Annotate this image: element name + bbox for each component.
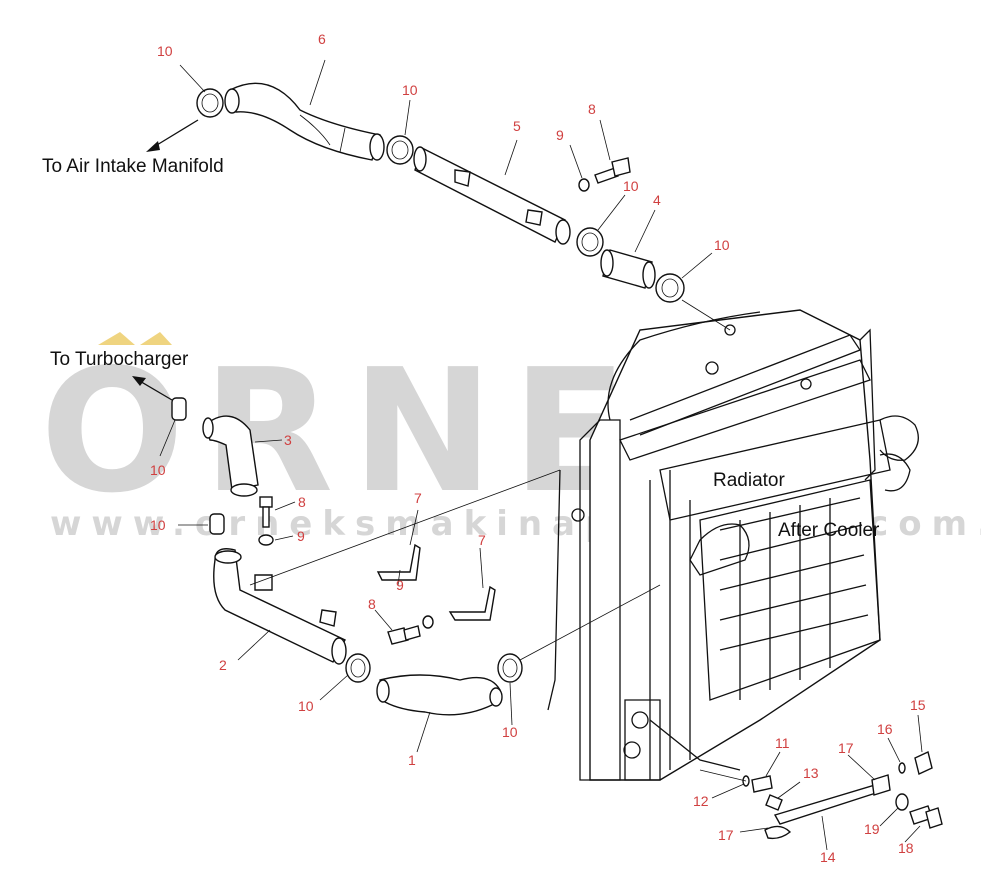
callout-14: 14 (820, 849, 836, 865)
callout-6: 6 (318, 31, 326, 47)
callout-7: 7 (414, 490, 422, 506)
callout-8: 8 (368, 596, 376, 612)
clamp-10-a (196, 88, 224, 118)
callout-16: 16 (877, 721, 893, 737)
bolt-8-a (594, 157, 631, 184)
clamp-10-b (386, 135, 414, 165)
oring-16 (898, 762, 906, 774)
callout-15: 15 (910, 697, 926, 713)
hose-14 (764, 774, 891, 840)
plug-15 (914, 751, 933, 775)
bolt-18 (909, 805, 943, 829)
tube-5 (413, 146, 571, 245)
washer-19 (895, 793, 909, 811)
leader-lines (159, 59, 923, 851)
callout-9: 9 (396, 577, 404, 593)
tube-2 (213, 548, 347, 665)
callout-10: 10 (150, 462, 166, 478)
callout-4: 4 (653, 192, 661, 208)
arrow-to-air-intake (146, 119, 199, 152)
radiator-assembly (547, 309, 919, 781)
callout-10: 10 (623, 178, 639, 194)
label-radiator: Radiator (713, 470, 785, 491)
callout-17: 17 (838, 740, 854, 756)
clamp-10-g (345, 653, 371, 683)
callout-10: 10 (714, 237, 730, 253)
bracket-7-a (376, 543, 421, 581)
callout-17: 17 (718, 827, 734, 843)
callout-19: 19 (864, 821, 880, 837)
clamp-10-c (576, 227, 604, 257)
callout-8: 8 (298, 494, 306, 510)
callout-9: 9 (556, 127, 564, 143)
clamp-10-d (655, 273, 685, 303)
washer-9-a (578, 178, 590, 192)
washer-9-c (422, 615, 434, 629)
callout-10: 10 (502, 724, 518, 740)
callout-5: 5 (513, 118, 521, 134)
callout-13: 13 (803, 765, 819, 781)
clamp-10-h (497, 653, 523, 683)
callout-7: 7 (478, 532, 486, 548)
bolt-8-b (259, 496, 273, 528)
hose-1 (376, 674, 503, 716)
callout-10: 10 (150, 517, 166, 533)
bracket-7-b (448, 585, 496, 621)
washer-9-b (258, 534, 274, 546)
bolt-8-c (387, 625, 421, 645)
callouts: 10 6 10 5 8 9 10 4 10 3 10 8 10 9 7 9 7 … (150, 31, 926, 865)
callout-3: 3 (284, 432, 292, 448)
callout-8: 8 (588, 101, 596, 117)
callout-12: 12 (693, 793, 709, 809)
arrow-to-turbocharger (132, 376, 173, 401)
hose-6 (224, 82, 385, 161)
callout-11: 11 (775, 735, 790, 751)
callout-9: 9 (297, 528, 305, 544)
sleeve-4 (600, 249, 656, 289)
drain-fitting-11 (751, 775, 773, 793)
callout-10: 10 (157, 43, 173, 59)
hose-3 (202, 415, 259, 497)
label-turbocharger: To Turbocharger (50, 349, 189, 370)
clamp-10-e (171, 397, 187, 421)
callout-2: 2 (219, 657, 227, 673)
callout-10: 10 (402, 82, 418, 98)
clamp-10-f (209, 513, 225, 535)
label-after-cooler: After Cooler (778, 520, 880, 541)
callout-1: 1 (408, 752, 416, 768)
label-air-intake: To Air Intake Manifold (42, 156, 224, 177)
callout-18: 18 (898, 840, 914, 856)
callout-10: 10 (298, 698, 314, 714)
